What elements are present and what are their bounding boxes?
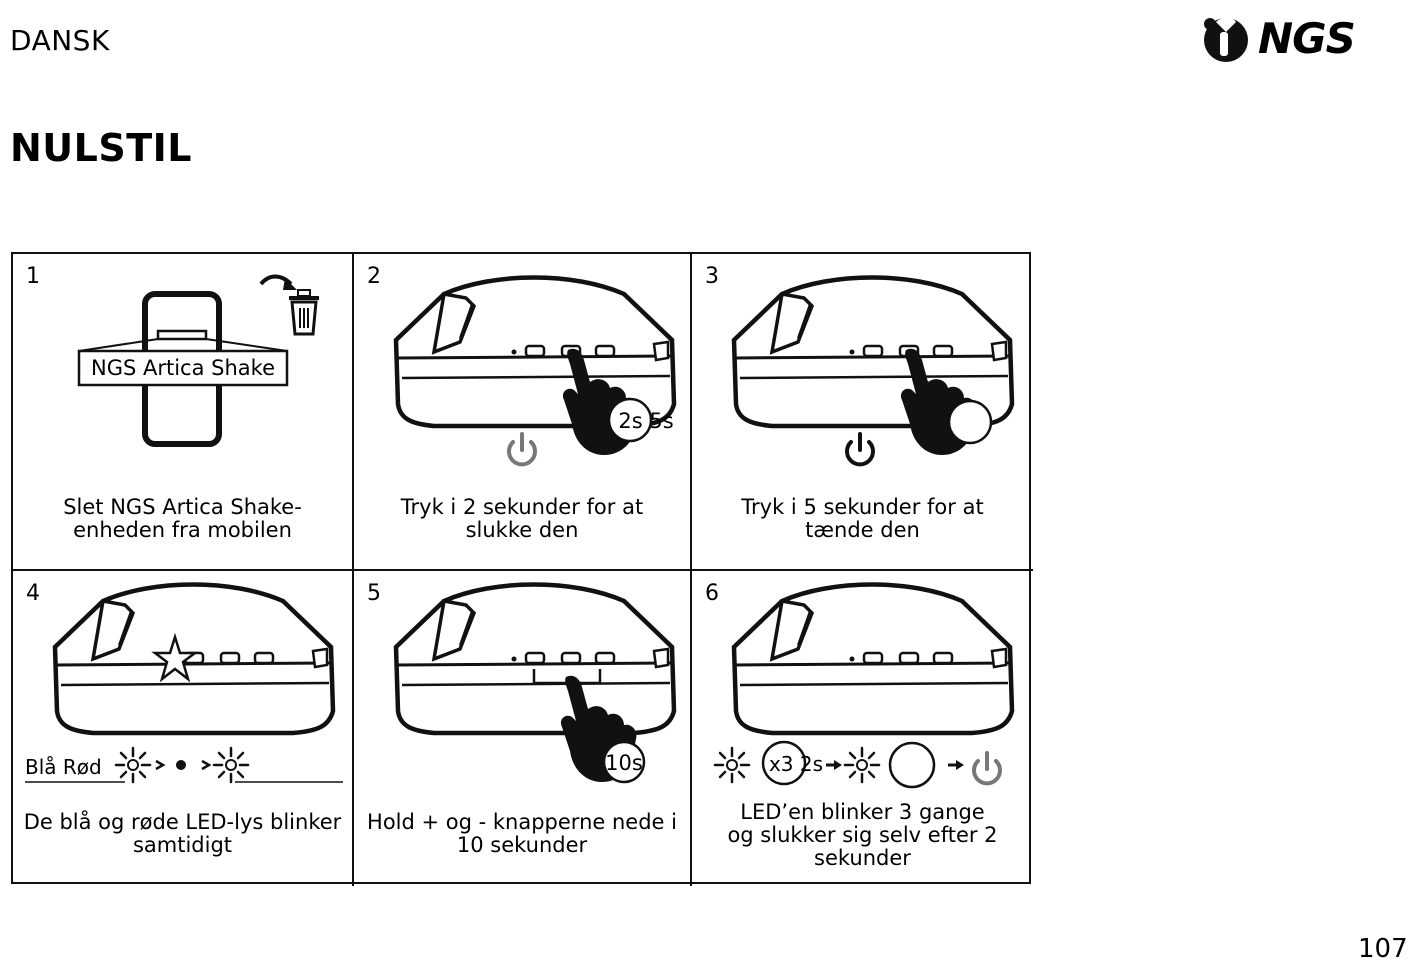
step-number: 2 bbox=[367, 264, 381, 289]
language-label: DANSK bbox=[10, 24, 110, 57]
led-blink-icon bbox=[843, 746, 881, 784]
step-caption: Tryk i 2 sekunder for at slukke den bbox=[400, 495, 644, 542]
step-caption: Tryk i 5 sekunder for at tænde den bbox=[741, 495, 984, 542]
device-name-label: NGS Artica Shake bbox=[91, 356, 275, 380]
blink-count-label: x3 2s bbox=[769, 752, 823, 776]
led-flash-icon bbox=[151, 632, 199, 683]
ngs-logo-wordmark: NGS bbox=[1258, 14, 1356, 63]
step-5: 5 10s Hold + og - knapperne nede i 10 se… bbox=[354, 571, 692, 886]
step-caption: De blå og røde LED-lys blinker samtidigt bbox=[23, 810, 342, 857]
step-1: 1 NGS Artica Shake Slet NGS Artica Sha bbox=[13, 254, 354, 571]
trash-icon bbox=[289, 289, 319, 336]
headphone-illustration: Blå Rød bbox=[25, 571, 343, 784]
headphone-illustration bbox=[692, 254, 1031, 467]
step-number: 4 bbox=[26, 581, 40, 606]
step-caption: Hold + og - knapperne nede i 10 sekunder bbox=[367, 810, 677, 857]
led-blink-icon bbox=[212, 746, 250, 784]
timer-circle bbox=[888, 741, 936, 789]
headphone-illustration: 2s 5s bbox=[354, 254, 690, 467]
headphone-illustration: 10s bbox=[354, 571, 690, 784]
step-number: 1 bbox=[26, 264, 40, 289]
ngs-logo: NGS bbox=[1196, 10, 1408, 66]
led-blink-icon bbox=[114, 746, 152, 784]
step-2: 2 2s 5s Tryk i 2 sekunder for at slukke … bbox=[354, 254, 692, 571]
step-caption: LED’en blinker 3 gange og slukker sig se… bbox=[727, 800, 998, 870]
arrow-icon bbox=[259, 274, 297, 290]
headphone-illustration: x3 2s bbox=[713, 571, 1031, 789]
phone-illustration: NGS Artica Shake bbox=[77, 274, 319, 447]
power-icon bbox=[972, 751, 1002, 786]
page-number: 107 bbox=[1358, 934, 1408, 964]
step-caption: Slet NGS Artica Shake- enheden fra mobil… bbox=[63, 495, 302, 542]
step-number: 3 bbox=[705, 264, 719, 289]
ngs-logo-icon bbox=[1204, 17, 1248, 62]
step-4: 4 Blå Rød De blå og røde LED-lys blinker… bbox=[13, 571, 354, 886]
led-off-dot bbox=[176, 760, 186, 770]
power-icon bbox=[507, 432, 537, 467]
timer-label: 10s bbox=[605, 751, 643, 775]
power-icon bbox=[845, 432, 875, 467]
step-number: 5 bbox=[367, 581, 381, 606]
led-blink-icon bbox=[713, 746, 751, 784]
step-6: 6 x3 2s LED’en blinker 3 gange og slukke… bbox=[692, 571, 1033, 886]
timer-label: 2s 5s bbox=[618, 409, 673, 433]
reset-steps-grid: 1 NGS Artica Shake Slet NGS Artica Sha bbox=[11, 252, 1033, 886]
led-color-label: Blå Rød bbox=[25, 755, 102, 779]
step-number: 6 bbox=[705, 581, 719, 606]
section-title: NULSTIL bbox=[10, 126, 193, 170]
timer-circle bbox=[947, 399, 993, 445]
step-3: 3 Tryk i 5 sekunder for at tænde den bbox=[692, 254, 1033, 571]
